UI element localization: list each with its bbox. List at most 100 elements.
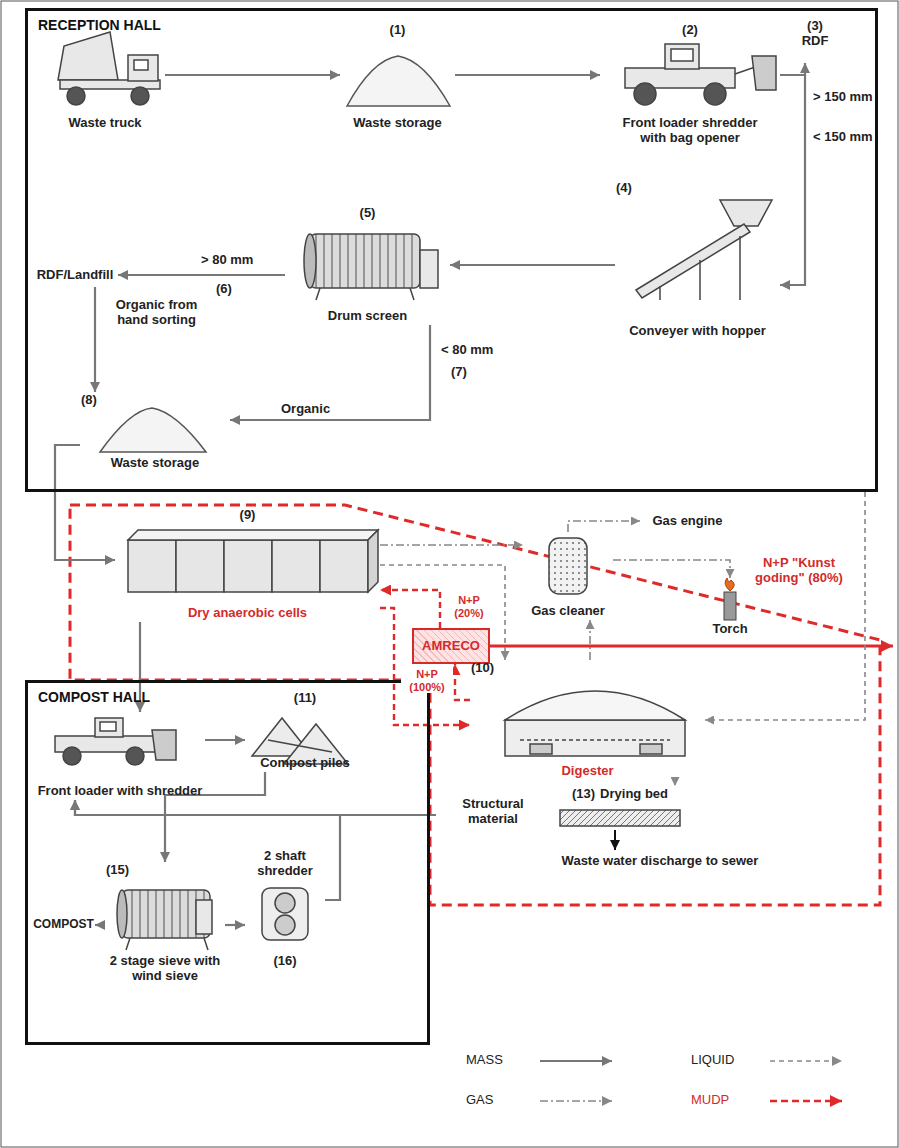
flow-connector	[225, 924, 245, 926]
output-node: Waste water discharge to sewer	[540, 850, 780, 872]
node-label: 2 shaft shredder	[246, 849, 324, 879]
output-node: RDF/Landfill	[32, 263, 118, 287]
node-label: AMRECO	[422, 639, 480, 654]
flow-connector	[95, 924, 105, 926]
flow-connector	[455, 74, 600, 76]
flow-connector	[380, 608, 470, 725]
legend-label: MUDP	[690, 1093, 730, 1108]
legend-sample	[770, 1060, 842, 1062]
node-label: Waste truck	[68, 116, 141, 131]
equipment-node: (2) Front loader shredder with bag opener	[600, 22, 780, 147]
callout-number: (9)	[240, 508, 256, 523]
legend-label: GAS	[465, 1093, 494, 1108]
flow-label: < 80 mm	[440, 343, 494, 358]
node-label: Front loader with shredder	[38, 784, 203, 799]
flow-label: N+P "Kunst goding" (80%)	[742, 556, 856, 586]
callout-number: (4)	[616, 181, 632, 196]
equipment-node: (13) Drying bed	[550, 786, 690, 830]
callout-number: (2)	[682, 23, 698, 38]
callout-number: (3)	[807, 19, 823, 34]
flow-connector	[165, 74, 340, 76]
equipment-node: (5) Drum screen	[285, 205, 450, 325]
equipment-node: 2 shaft shredder (16)	[245, 848, 325, 970]
flow-connector	[705, 492, 865, 720]
equipment-node: (15) 2 stage sieve with wind sieve	[105, 862, 225, 985]
node-label: Dry anaerobic cells	[188, 606, 307, 621]
flow-connector	[118, 274, 285, 276]
callout-number: (13)	[572, 787, 595, 802]
flow-label: Organic	[280, 402, 331, 417]
node-label: Digester	[561, 764, 613, 779]
callout-number: (10)	[471, 661, 494, 676]
equipment-node: (9) Dry anaerobic cells	[115, 507, 380, 622]
node-label: Waste storage	[353, 116, 441, 131]
legend-label: MASS	[465, 1053, 504, 1068]
node-label: Compost piles	[260, 756, 350, 771]
flow-label: < 150 mm	[812, 130, 874, 145]
storage-node: (1) Waste storage	[340, 22, 455, 132]
legend-label: LIQUID	[690, 1053, 735, 1068]
flow-connector	[205, 739, 245, 741]
legend-sample	[770, 1100, 842, 1103]
flow-label: Organic from hand sorting	[103, 298, 210, 328]
node-label: Waste storage	[111, 456, 199, 471]
storage-node: (8) Waste storage	[80, 392, 230, 472]
hall-region: RECEPTION HALL Waste truck (1) Waste storag…	[25, 8, 878, 492]
equipment-node: Gas cleaner	[523, 532, 613, 620]
flow-label: Structural material	[436, 797, 550, 827]
equipment-node: Front loader with shredder	[35, 712, 205, 800]
callout-number: (7)	[450, 365, 468, 380]
flow-connector	[380, 544, 523, 546]
callout-number: (16)	[273, 954, 296, 969]
callout-number: (6)	[215, 282, 233, 297]
flow-connector	[230, 325, 430, 420]
flow-connector	[614, 830, 616, 850]
hall-heading: COMPOST HALL	[38, 689, 417, 705]
process-box: AMRECO	[412, 628, 490, 664]
legend-sample	[540, 1100, 612, 1102]
node-label: Front loader shredder with bag opener	[610, 116, 770, 146]
hall-heading: RECEPTION HALL	[38, 17, 865, 33]
node-label: Torch	[712, 622, 747, 637]
output-node: COMPOST	[32, 916, 95, 934]
flow-connector	[613, 560, 730, 578]
node-label: Gas engine	[652, 514, 722, 529]
flow-label: N+P (100%)	[401, 668, 453, 693]
node-label: Drying bed	[600, 787, 668, 802]
node-label: Gas cleaner	[531, 604, 605, 619]
node-label: 2 stage sieve with wind sieve	[106, 954, 224, 984]
equipment-node: Torch	[705, 578, 755, 638]
hall-region: COMPOST HALL Front loader with shredder (1…	[25, 680, 430, 1045]
equipment-node: Waste truck	[45, 20, 165, 132]
flow-label: > 150 mm	[812, 90, 874, 105]
flow-connector	[450, 264, 615, 266]
equipment-node: (10) Digester	[470, 660, 705, 780]
equipment-node: (4) Conveyer with hopper	[615, 180, 780, 340]
callout-number: (11)	[294, 691, 316, 706]
flow-connector	[455, 664, 470, 700]
flow-connector	[674, 780, 676, 786]
node-label: Drum screen	[328, 309, 407, 324]
callout-number: (5)	[360, 206, 376, 221]
node-label: COMPOST	[33, 918, 94, 932]
callout-number: (15)	[106, 863, 129, 878]
callout-number: (1)	[390, 23, 406, 38]
flow-connector	[380, 590, 440, 628]
output-node: Gas engine	[640, 510, 735, 532]
node-label: RDF/Landfill	[37, 268, 114, 283]
flow-connector	[589, 620, 591, 660]
flow-label: > 80 mm	[200, 253, 254, 268]
callout-number: (8)	[81, 393, 97, 408]
output-node: (3)RDF	[785, 18, 845, 63]
equipment-node: (11) Compost piles	[245, 690, 365, 772]
flow-connector	[780, 75, 805, 285]
flow-connector	[55, 445, 115, 560]
node-label: Conveyer with hopper	[629, 324, 766, 339]
legend-sample	[540, 1060, 612, 1062]
node-label: RDF	[802, 34, 829, 49]
flow-connector	[568, 521, 640, 532]
node-label: Waste water discharge to sewer	[562, 854, 759, 869]
flow-connector	[94, 287, 96, 392]
flow-label: N+P (20%)	[446, 594, 492, 619]
flow-connector	[780, 63, 805, 75]
